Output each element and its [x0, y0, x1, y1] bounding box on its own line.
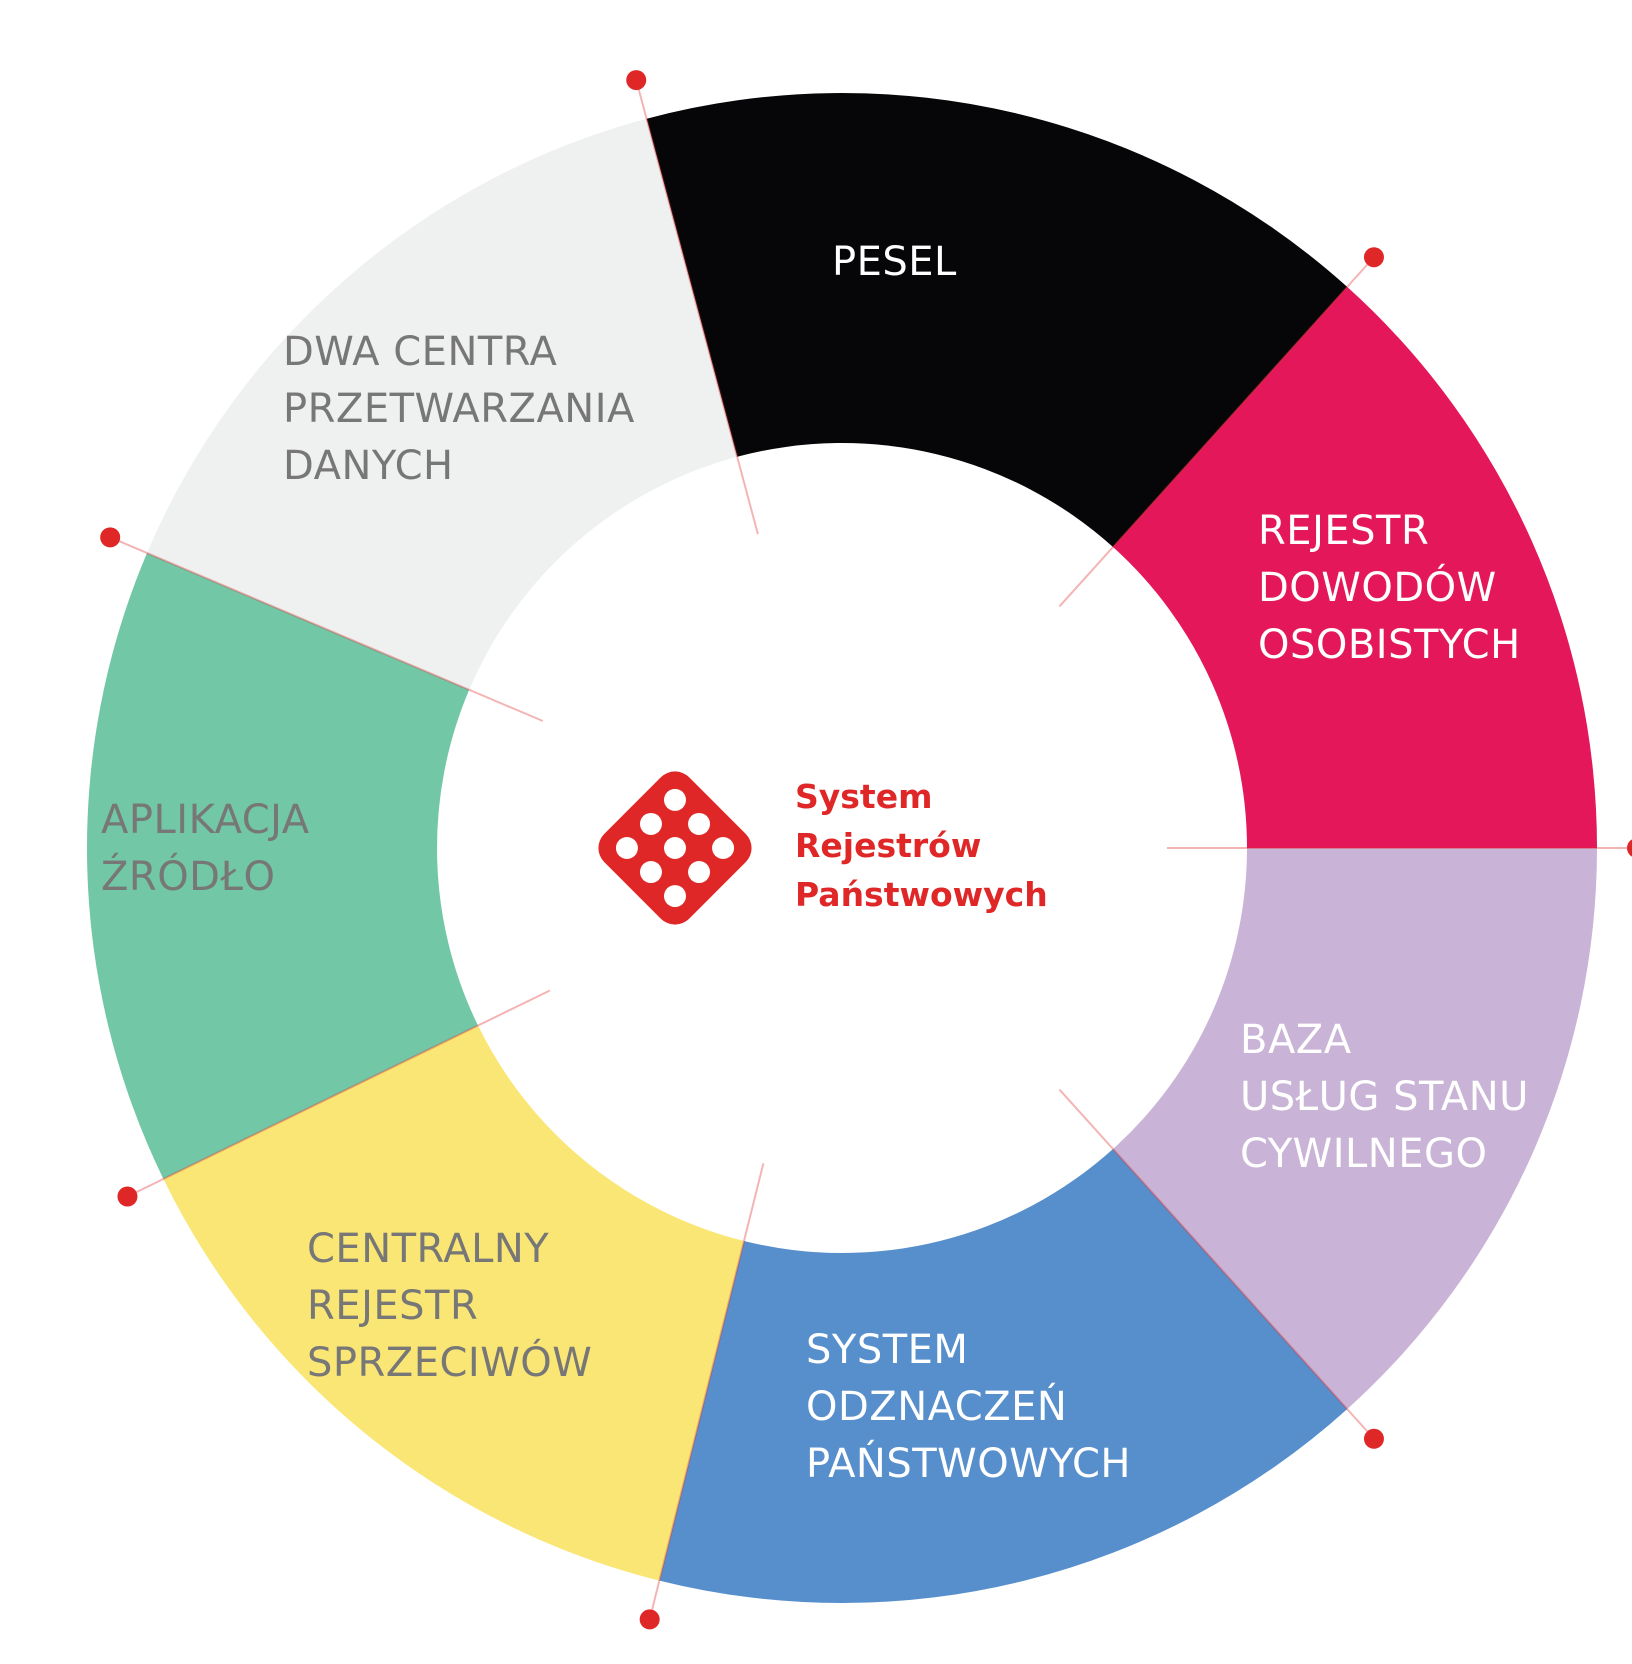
segment-label-line: OSOBISTYCH [1258, 622, 1521, 668]
ring-segments [86, 93, 1597, 1603]
divider-line [1058, 263, 1369, 608]
divider-line [1058, 1088, 1369, 1433]
segment-label-line: SYSTEM [806, 1327, 968, 1373]
segment-label-line: CYWILNEGO [1240, 1131, 1487, 1177]
segment-pesel [646, 93, 1348, 548]
segment-label-line: APLIKACJA [101, 797, 310, 843]
srp-logo: System Rejestrów Państwowych [598, 771, 1048, 925]
segment-label-line: ODZNACZEŃ [806, 1382, 1067, 1430]
segment-label-line: SPRZECIWÓW [307, 1338, 592, 1386]
divider-dot [1627, 839, 1632, 857]
divider-spokes [100, 70, 1632, 1630]
segment-label-line: PAŃSTWOWYCH [806, 1439, 1131, 1487]
segment-aplikacja-zrodlo [86, 552, 478, 1179]
segment-label-line: DWA CENTRA [283, 329, 557, 375]
segment-dwa-centra [147, 118, 738, 690]
divider-dot [639, 1609, 660, 1630]
segment-label-line: DANYCH [283, 443, 454, 489]
segment-label-line: USŁUG STANU [1240, 1074, 1529, 1120]
segment-label-line: CENTRALNY [307, 1226, 549, 1272]
segment-label-system-odznaczen: SYSTEM ODZNACZEŃ PAŃSTWOWYCH [806, 1327, 1131, 1487]
segment-label-line: REJESTR [1258, 508, 1429, 554]
segment-label-pesel: PESEL [832, 239, 957, 285]
segment-label-baza-uslug: BAZA USŁUG STANU CYWILNEGO [1240, 1017, 1529, 1177]
divider-dot [626, 70, 647, 91]
divider-line [637, 89, 759, 535]
divider-line [651, 1163, 765, 1610]
segment-label-line: PRZETWARZANIA [283, 386, 635, 432]
segment-label-rejestr-dowodow: REJESTR DOWODÓW OSOBISTYCH [1258, 508, 1521, 668]
segment-label-line: BAZA [1240, 1017, 1352, 1063]
segment-label-centralny-rejestr: CENTRALNY REJESTR SPRZECIWÓW [307, 1226, 592, 1386]
logo-title-line-1: System [795, 777, 932, 816]
divider-line [136, 989, 551, 1194]
segment-label-dwa-centra: DWA CENTRA PRZETWARZANIA DANYCH [283, 329, 635, 489]
segment-label-line: ŹRÓDŁO [101, 852, 275, 900]
segment-label-aplikacja-zrodlo: APLIKACJA ŹRÓDŁO [101, 797, 310, 900]
logo-title-line-2: Rejestrów [795, 826, 981, 865]
segment-rejestr-dowodow [1112, 286, 1597, 848]
divider-dot [1363, 247, 1384, 268]
segment-baza-uslug [1112, 848, 1597, 1410]
divider-dot [100, 527, 121, 548]
segment-system-odznaczen [659, 1148, 1348, 1603]
dice-icon [598, 771, 752, 925]
segment-labels: PESEL REJESTR DOWODÓW OSOBISTYCH BAZA USŁUG S… [101, 239, 1529, 1487]
divider-dot [1363, 1428, 1384, 1449]
segment-label-line: PESEL [832, 239, 957, 285]
logo-title: System Rejestrów Państwowych [795, 777, 1048, 914]
segment-label-line: DOWODÓW [1258, 563, 1497, 611]
divider-line [119, 540, 544, 722]
logo-title-line-3: Państwowych [795, 875, 1048, 914]
segment-label-line: REJESTR [307, 1283, 478, 1329]
divider-dot [117, 1186, 138, 1207]
segment-centralny-rejestr [163, 1025, 745, 1581]
